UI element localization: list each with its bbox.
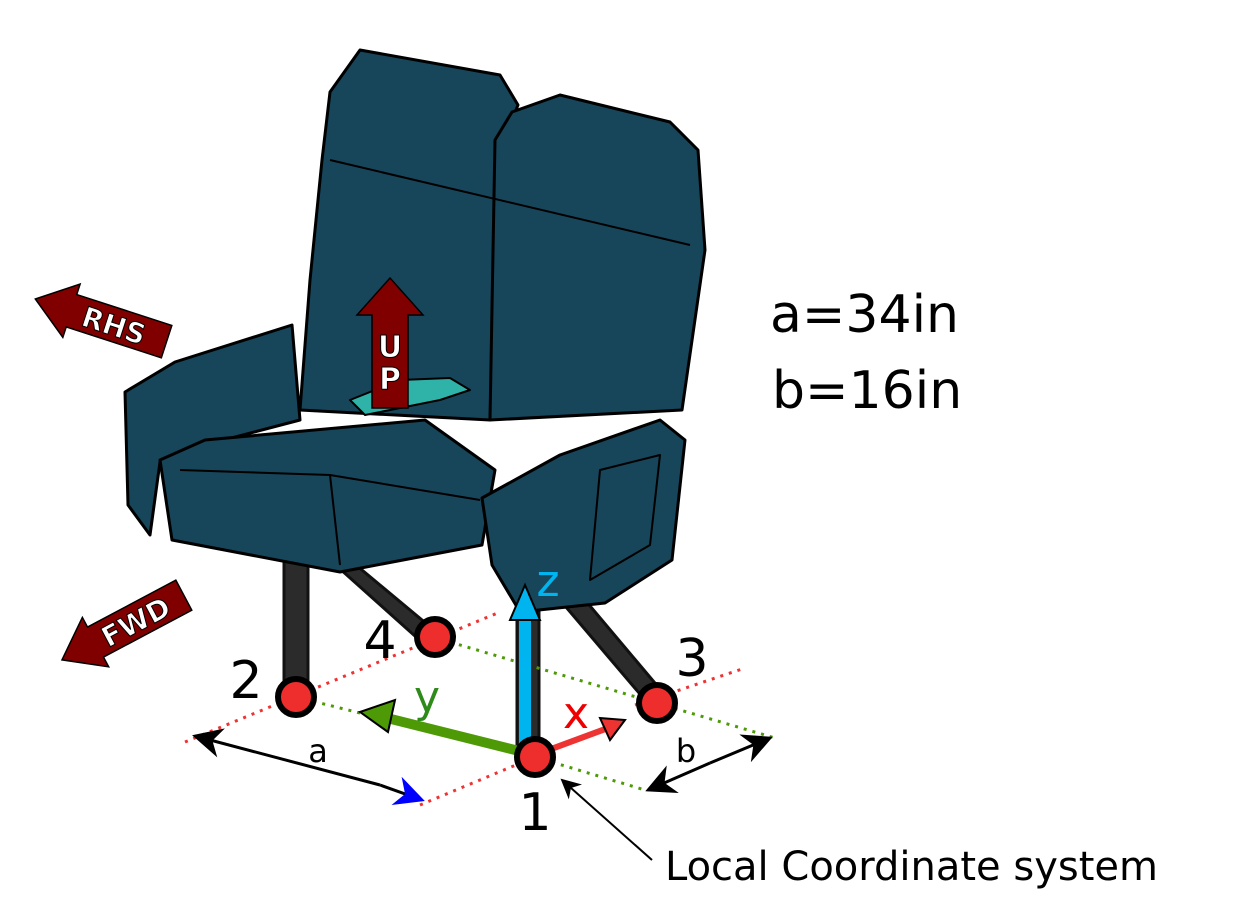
coordinate-axes	[357, 582, 627, 760]
dimension-a-value: a=34in	[770, 285, 959, 345]
rhs-arrow: RHS	[34, 282, 173, 359]
fwd-label: FWD	[96, 591, 176, 655]
dimension-a-label: a	[308, 732, 328, 770]
dimension-b-value: b=16in	[772, 361, 962, 421]
z-axis-label: z	[536, 556, 559, 607]
fwd-arrow: FWD	[60, 579, 193, 668]
left-backrest	[298, 48, 520, 422]
callout-label: Local Coordinate system	[665, 844, 1158, 890]
mount-points	[275, 616, 678, 778]
right-backrest	[488, 93, 707, 422]
aircraft-seat	[123, 48, 707, 614]
point-3-label: 3	[675, 629, 708, 689]
callout-arrow	[560, 778, 653, 861]
point-1	[514, 736, 556, 778]
point-1-label: 1	[518, 783, 551, 843]
up-label-letter: U	[378, 330, 402, 365]
point-2-label: 2	[229, 651, 262, 711]
x-axis-label: x	[563, 688, 589, 739]
y-axis-arrow	[373, 710, 537, 760]
dimension-arrows	[192, 728, 773, 806]
rhs-label: RHS	[78, 300, 150, 352]
point-4-label: 4	[363, 611, 396, 671]
point-2	[275, 676, 317, 718]
up-label-letter: P	[379, 362, 401, 397]
dimension-b-label: b	[676, 732, 696, 770]
seat-cushion	[158, 418, 497, 574]
point-3	[636, 682, 678, 724]
right-armrest	[480, 418, 687, 614]
point-4	[414, 616, 456, 658]
y-axis-label: y	[414, 672, 440, 723]
